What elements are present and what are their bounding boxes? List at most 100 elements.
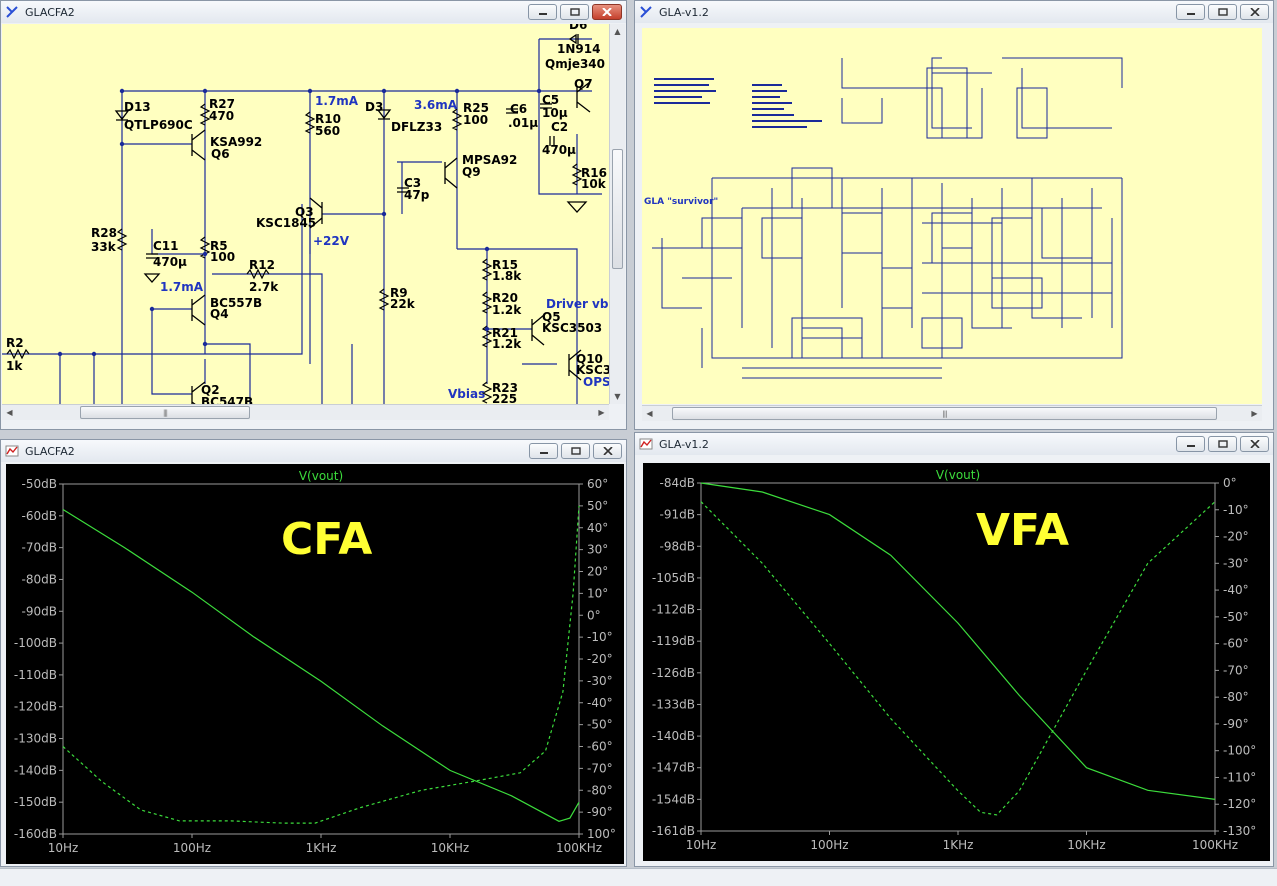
maximize-icon bbox=[1217, 8, 1228, 16]
overlay-label: VFA bbox=[976, 505, 1069, 556]
schematic-label-r15: R15 bbox=[492, 258, 518, 272]
schematic-label-q10: Q10 bbox=[576, 352, 603, 366]
scroll-thumb[interactable]: ||| bbox=[80, 406, 250, 419]
schematic-label-bc557b: BC557B bbox=[210, 296, 262, 310]
x-tick-label: 10Hz bbox=[48, 841, 79, 855]
schematic-label-r23v: 225 bbox=[492, 392, 517, 404]
y2-tick-label: -30° bbox=[1223, 556, 1249, 570]
schematic-label-r2: R2 bbox=[6, 336, 24, 350]
maximize-button[interactable] bbox=[1208, 436, 1237, 452]
maximize-button[interactable] bbox=[560, 4, 589, 20]
minimize-icon bbox=[1186, 13, 1195, 15]
schematic-label-r12: R12 bbox=[249, 258, 275, 272]
y2-tick-label: -70° bbox=[1223, 663, 1249, 677]
schematic-label-ksc3503: KSC3503 bbox=[542, 321, 602, 335]
y2-tick-label: 0° bbox=[587, 608, 601, 622]
y-tick-label: -98dB bbox=[660, 539, 695, 553]
schematic-label-q6: Q6 bbox=[211, 147, 230, 161]
bode-plot-cfa[interactable]: -50dB-60dB-70dB-80dB-90dB-100dB-110dB-12… bbox=[6, 464, 624, 864]
schematic-label-r5v: 100 bbox=[210, 250, 235, 264]
schematic-window-vfa[interactable]: GLA-v1.2 GLA "surviv bbox=[634, 0, 1274, 430]
schematic-label-r5: R5 bbox=[210, 239, 228, 253]
schematic-label-c5: C5 bbox=[542, 93, 559, 107]
trace-title: V(vout) bbox=[299, 469, 343, 483]
y-tick-label: -126dB bbox=[652, 666, 695, 680]
y2-tick-label: 10° bbox=[587, 586, 608, 600]
maximize-button[interactable] bbox=[561, 443, 590, 459]
title-bar[interactable]: GLA-v1.2 bbox=[635, 1, 1273, 23]
schematic-label-q3: Q3 bbox=[295, 205, 314, 219]
y2-tick-label: -70° bbox=[587, 761, 613, 775]
close-button[interactable] bbox=[592, 4, 622, 20]
scroll-right-arrow[interactable]: ▶ bbox=[1251, 409, 1258, 418]
y2-tick-label: -130° bbox=[1223, 824, 1256, 838]
schematic-drawing-vfa[interactable]: GLA "survivor" bbox=[642, 28, 1262, 404]
schematic-label-r20: R20 bbox=[492, 291, 518, 305]
title-bar[interactable]: GLACFA2 bbox=[1, 440, 626, 462]
y2-tick-label: -20° bbox=[1223, 530, 1249, 544]
scroll-up-arrow[interactable]: ▲ bbox=[614, 27, 621, 36]
y2-tick-label: -60° bbox=[1223, 637, 1249, 651]
vertical-scrollbar[interactable]: ▲ ▼ bbox=[609, 24, 625, 404]
scroll-thumb[interactable]: ||| bbox=[672, 407, 1217, 420]
maximize-button[interactable] bbox=[1208, 4, 1237, 20]
phase-trace bbox=[700, 501, 1216, 816]
scroll-down-arrow[interactable]: ▼ bbox=[614, 392, 621, 401]
plot-window-vfa[interactable]: GLA-v1.2 -84dB-91dB-98dB-105dB-112dB-119… bbox=[634, 432, 1274, 867]
schematic-label-r10v: 560 bbox=[315, 124, 340, 138]
minimize-icon bbox=[539, 452, 548, 454]
minimize-button[interactable] bbox=[528, 4, 557, 20]
close-icon bbox=[1249, 440, 1260, 448]
overlay-label: CFA bbox=[281, 514, 372, 565]
minimize-button[interactable] bbox=[529, 443, 558, 459]
schematic-label-qtlp: QTLP690C bbox=[124, 118, 193, 132]
schematic-canvas-vfa[interactable]: GLA "survivor" bbox=[642, 28, 1262, 404]
schematic-label-c3: C3 bbox=[404, 176, 421, 190]
plot-pane-vfa[interactable]: -84dB-91dB-98dB-105dB-112dB-119dB-126dB-… bbox=[643, 463, 1270, 861]
schematic-label-i1: 1.7mA bbox=[315, 94, 359, 108]
schematic-label-q9: Q9 bbox=[462, 165, 481, 179]
scroll-left-arrow[interactable]: ◀ bbox=[646, 409, 653, 418]
close-button[interactable] bbox=[1240, 4, 1269, 20]
y2-tick-label: 20° bbox=[587, 565, 608, 579]
plot-window-cfa[interactable]: GLACFA2 -50dB-60dB-70dB-80dB-90dB-100dB-… bbox=[0, 439, 627, 867]
y2-tick-label: -40° bbox=[1223, 583, 1249, 597]
scroll-thumb[interactable] bbox=[612, 149, 623, 269]
close-button[interactable] bbox=[1240, 436, 1269, 452]
scroll-left-arrow[interactable]: ◀ bbox=[6, 408, 13, 417]
y2-tick-label: -110° bbox=[1223, 770, 1256, 784]
schematic-label-r27v: 470 bbox=[209, 109, 234, 123]
schematic-label-c11: C11 bbox=[153, 239, 179, 253]
x-tick-label: 100Hz bbox=[810, 838, 848, 852]
plot-pane-cfa[interactable]: -50dB-60dB-70dB-80dB-90dB-100dB-110dB-12… bbox=[6, 464, 624, 864]
maximize-icon bbox=[570, 447, 581, 455]
minimize-icon bbox=[538, 13, 547, 15]
schematic-label-c11v: 470µ bbox=[153, 255, 187, 269]
title-bar[interactable]: GLA-v1.2 bbox=[635, 433, 1273, 455]
minimize-button[interactable] bbox=[1176, 4, 1205, 20]
schematic-label-r16v: 10k bbox=[581, 177, 607, 191]
y2-tick-label: -100° bbox=[1223, 744, 1256, 758]
schematic-label-r21: R21 bbox=[492, 326, 518, 340]
y-tick-label: -84dB bbox=[660, 476, 695, 490]
minimize-button[interactable] bbox=[1176, 436, 1205, 452]
close-button[interactable] bbox=[593, 443, 622, 459]
schematic-label-driver: Driver vbe bbox=[546, 297, 609, 311]
y2-tick-label: -80° bbox=[587, 783, 613, 797]
maximize-icon bbox=[1217, 440, 1228, 448]
title-bar[interactable]: GLACFA2 bbox=[1, 1, 626, 23]
y-tick-label: -140dB bbox=[652, 729, 695, 743]
schematic-drawing-cfa[interactable]: D61N914Qmje340Q7D13QTLP690CR27470KSA992Q… bbox=[2, 24, 609, 404]
bode-plot-vfa[interactable]: -84dB-91dB-98dB-105dB-112dB-119dB-126dB-… bbox=[643, 463, 1270, 861]
horizontal-scrollbar[interactable]: ◀ ||| ▶ bbox=[2, 404, 609, 420]
y2-tick-label: 0° bbox=[1223, 476, 1237, 490]
schematic-window-cfa[interactable]: GLACFA2 bbox=[0, 0, 627, 430]
y-tick-label: -140dB bbox=[14, 763, 57, 777]
schematic-label-r10: R10 bbox=[315, 112, 341, 126]
magnitude-trace bbox=[700, 482, 1216, 800]
schematic-label-r28v: 33k bbox=[91, 240, 117, 254]
scroll-right-arrow[interactable]: ▶ bbox=[598, 408, 605, 417]
schematic-label-d3: D3 bbox=[365, 100, 383, 114]
horizontal-scrollbar[interactable]: ◀ ||| ▶ bbox=[642, 405, 1262, 421]
